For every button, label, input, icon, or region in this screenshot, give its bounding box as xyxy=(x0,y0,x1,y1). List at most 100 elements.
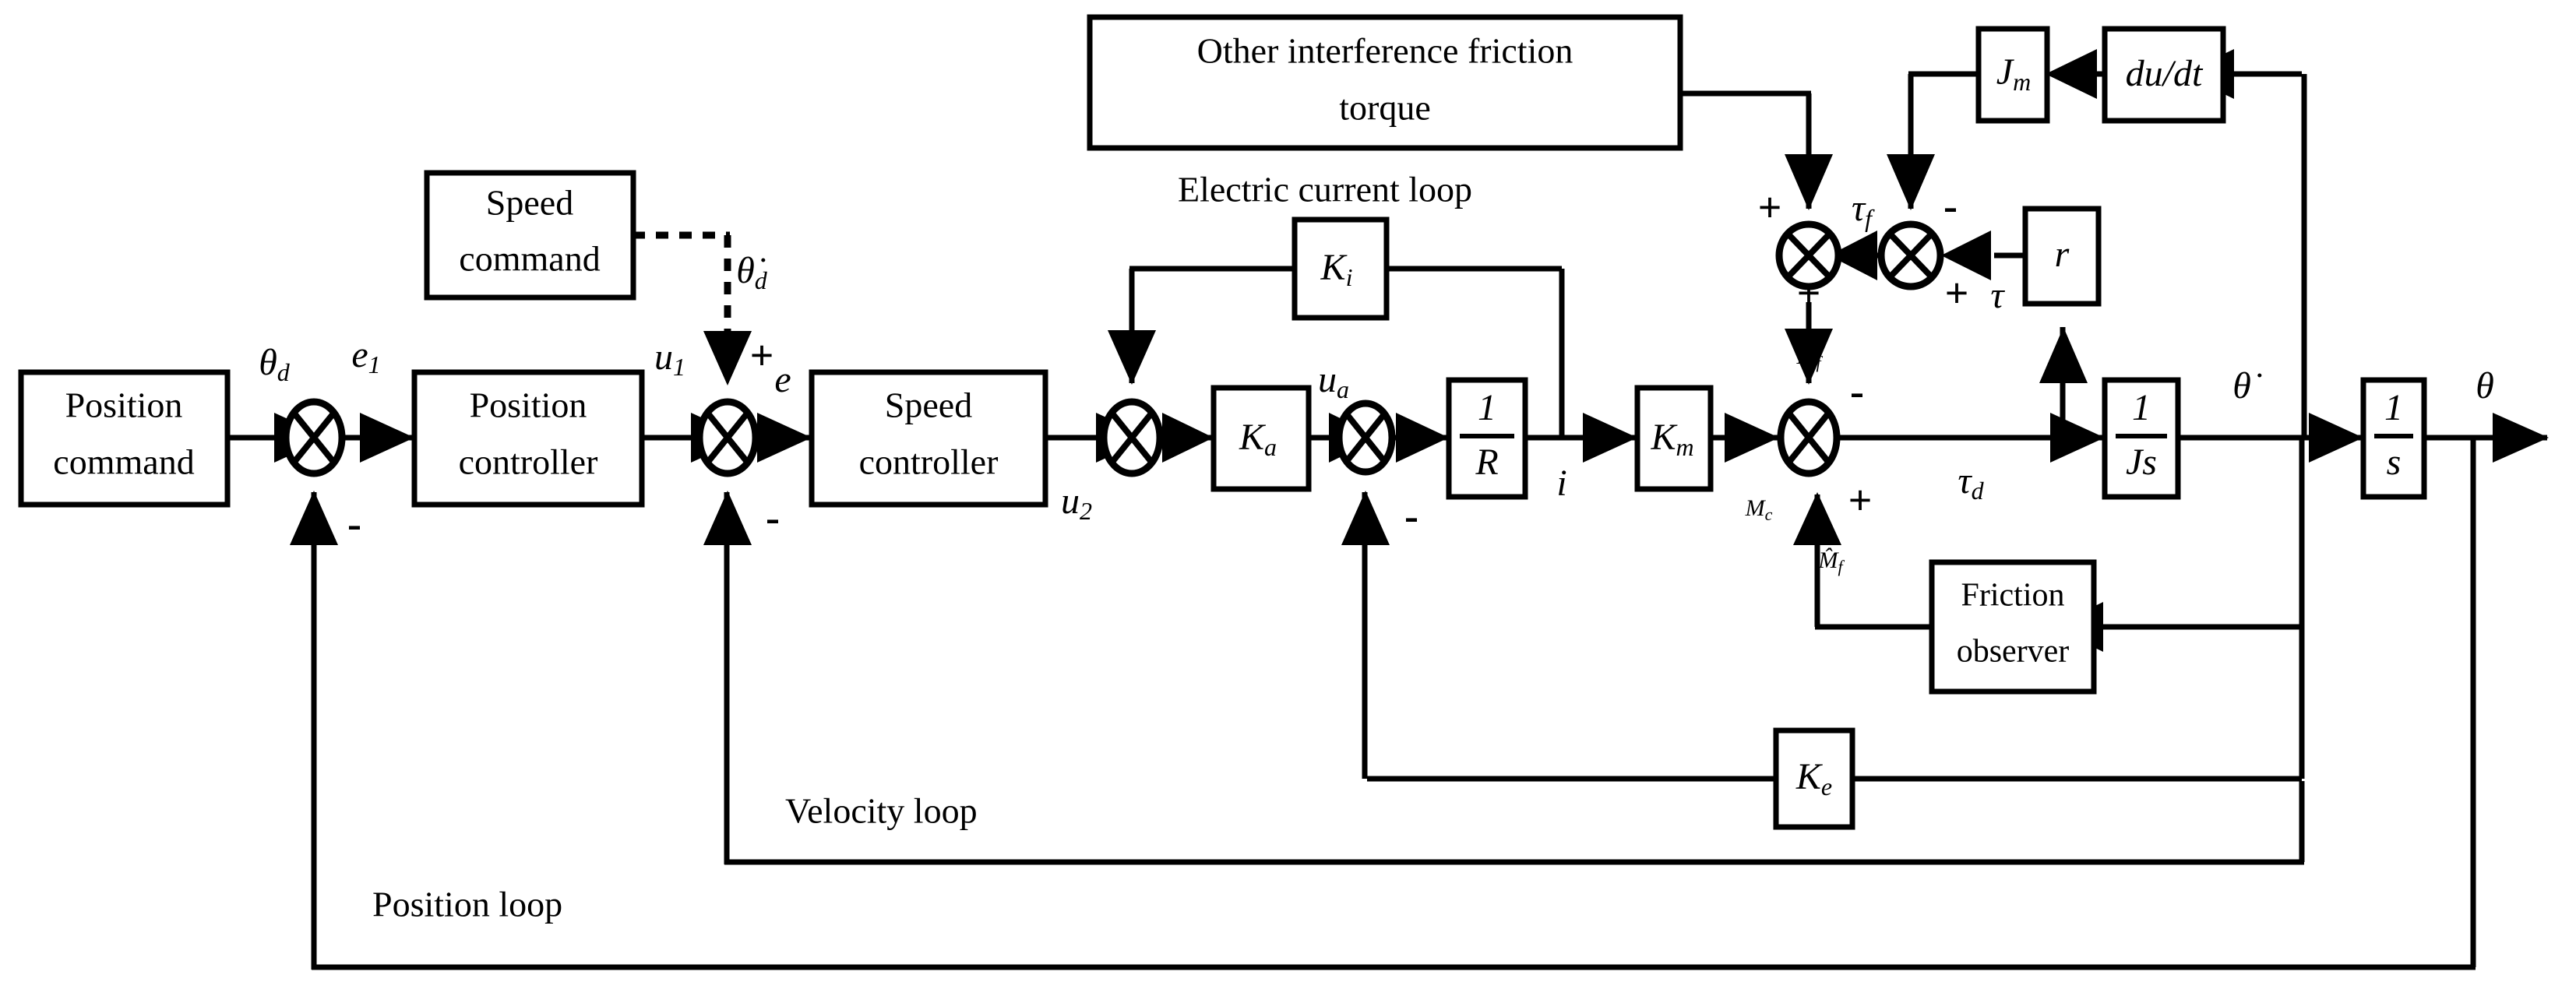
arrow-into-oneovers xyxy=(2309,413,2363,463)
block-one-over-js[interactable]: 1 Js xyxy=(2102,377,2181,500)
wire-layer xyxy=(226,71,2547,970)
sum2-minus-sign: - xyxy=(766,494,780,540)
arrow-up-into-r xyxy=(2039,327,2088,383)
one-over-r-denominator: R xyxy=(1475,442,1498,483)
speed-command-label-line1: Speed xyxy=(486,183,573,223)
one-over-s-numerator: 1 xyxy=(2384,387,2403,428)
other-interference-label-line1: Other interference friction xyxy=(1197,31,1573,71)
r-gain-label: r xyxy=(2055,234,2070,275)
signal-e: e xyxy=(774,359,791,400)
speed-controller-label-line1: Speed xyxy=(885,385,972,425)
arrow-into-poscontroller xyxy=(360,413,414,463)
block-speed-command[interactable]: Speed command xyxy=(424,170,636,301)
arrow-into-oneoverjs xyxy=(2050,413,2105,463)
block-ki-gain[interactable]: Ki xyxy=(1292,216,1390,321)
sum1-minus-sign: - xyxy=(347,500,361,547)
block-friction-observer[interactable]: Friction observer xyxy=(1929,559,2097,695)
km-label: Km xyxy=(1650,417,1693,461)
block-r-gain[interactable]: r xyxy=(2022,206,2102,307)
summing-junction-friction-sum[interactable] xyxy=(1775,220,1842,290)
annotation-velocity-loop: Velocity loop xyxy=(785,791,978,831)
one-over-js-numerator: 1 xyxy=(2132,387,2151,428)
signal-tau: τ xyxy=(1990,275,2005,316)
signal-i: i xyxy=(1556,463,1566,504)
other-interference-label-line2: torque xyxy=(1339,88,1431,128)
du-dt-label: du/dt xyxy=(2126,53,2204,94)
block-ke-gain[interactable]: Ke xyxy=(1773,727,1855,830)
arrow-into-oneoverr xyxy=(1396,413,1449,463)
position-controller-label-line2: controller xyxy=(459,442,598,482)
arrow-down-into-sum7 xyxy=(1887,154,1935,210)
arrow-up-into-sum2 xyxy=(703,491,752,545)
signal-theta: θ xyxy=(2476,365,2494,406)
summing-junction-tau-f[interactable] xyxy=(1877,220,1944,290)
signal-mc: Mc xyxy=(1745,495,1773,524)
friction-observer-label-line1: Friction xyxy=(1961,578,2065,614)
annotation-position-loop: Position loop xyxy=(372,885,562,924)
sign-label-layer: - + - - - + + + - + xyxy=(347,182,1968,547)
one-over-r-numerator: 1 xyxy=(1478,387,1496,428)
block-jm-gain[interactable]: Jm xyxy=(1975,26,2050,124)
signal-theta-dot: θ̇ xyxy=(2232,365,2262,406)
summing-junction-armature-voltage[interactable] xyxy=(1335,399,1396,476)
summing-junction-torque[interactable] xyxy=(1777,398,1841,477)
block-one-over-r[interactable]: 1 R xyxy=(1446,377,1528,500)
signal-tau-d: τd xyxy=(1958,460,1984,505)
annotation-electric-current-loop: Electric current loop xyxy=(1178,170,1472,209)
one-over-js-denominator: Js xyxy=(2126,442,2157,483)
summing-junction-current-command[interactable] xyxy=(1100,398,1164,477)
summing-junction-position-error[interactable] xyxy=(282,398,346,477)
block-position-controller[interactable]: Position controller xyxy=(411,369,645,508)
arrow-up-into-sum4 xyxy=(1341,491,1390,545)
block-speed-controller[interactable]: Speed controller xyxy=(809,369,1048,508)
one-over-s-denominator: s xyxy=(2387,442,2402,483)
sum5-minus-sign: - xyxy=(1850,368,1864,414)
signal-mf-hat: M̂f xyxy=(1817,547,1845,576)
annotation-layer: Electric current loop Velocity loop Posi… xyxy=(372,170,1472,924)
arrow-down-into-sum3 xyxy=(1108,330,1156,385)
sum6-plus-bottom-sign: + xyxy=(1797,269,1821,316)
block-other-interference-friction-torque[interactable]: Other interference friction torque xyxy=(1087,14,1683,151)
sum6-plus-left-sign: + xyxy=(1758,184,1782,231)
arrow-down-into-sum6 xyxy=(1785,154,1833,210)
arrow-up-into-sum1 xyxy=(290,491,338,545)
signal-theta-d-dot: θ̇d xyxy=(736,250,768,294)
speed-controller-label-line2: controller xyxy=(859,442,999,482)
arrow-into-speedcontroller xyxy=(757,413,812,463)
signal-tau-f: τf xyxy=(1852,188,1875,232)
arrow-up-into-sum5 xyxy=(1793,492,1841,545)
arrow-left-sum7-to-sum6 xyxy=(1829,231,1877,280)
block-km-gain[interactable]: Km xyxy=(1634,385,1714,492)
summing-junction-speed-error[interactable] xyxy=(696,398,759,477)
arrow-into-km xyxy=(1583,413,1637,463)
signal-u2: u2 xyxy=(1061,480,1092,525)
block-one-over-s[interactable]: 1 s xyxy=(2360,377,2427,500)
summing-junction-layer xyxy=(282,220,1944,477)
ki-label: Ki xyxy=(1320,247,1353,291)
sum4-minus-sign: - xyxy=(1404,492,1418,539)
jm-label: Jm xyxy=(1996,51,2031,96)
arrow-into-sum5 xyxy=(1725,413,1779,463)
friction-observer-label-line2: observer xyxy=(1957,634,2070,670)
sum5-plus-sign: + xyxy=(1848,477,1873,523)
sum7-minus-sign: - xyxy=(1943,182,1958,229)
signal-label-layer: θd e1 u1 e θ̇d u2 ua i Mf Mc M̂f τf xyxy=(259,188,2494,576)
arrow-theta-output xyxy=(2493,413,2549,463)
position-command-label-line2: command xyxy=(53,442,194,482)
block-ka-gain[interactable]: Ka xyxy=(1210,385,1312,492)
position-command-label-line1: Position xyxy=(65,385,183,425)
block-layer: Position command Position controller Spe… xyxy=(18,14,2427,830)
ke-label: Ke xyxy=(1795,756,1832,801)
sum7-plus-sign: + xyxy=(1945,269,1969,316)
block-du-dt[interactable]: du/dt xyxy=(2102,26,2226,124)
arrow-left-r-to-sum7 xyxy=(1941,231,1991,280)
block-position-command[interactable]: Position command xyxy=(18,369,231,508)
arrow-left-into-jm xyxy=(2046,49,2097,99)
sum2-plus-sign: + xyxy=(750,332,774,378)
position-controller-label-line1: Position xyxy=(470,385,587,425)
ka-label: Ka xyxy=(1239,417,1277,461)
signal-mf: Mf xyxy=(1795,343,1823,372)
signal-e1: e1 xyxy=(351,334,380,378)
